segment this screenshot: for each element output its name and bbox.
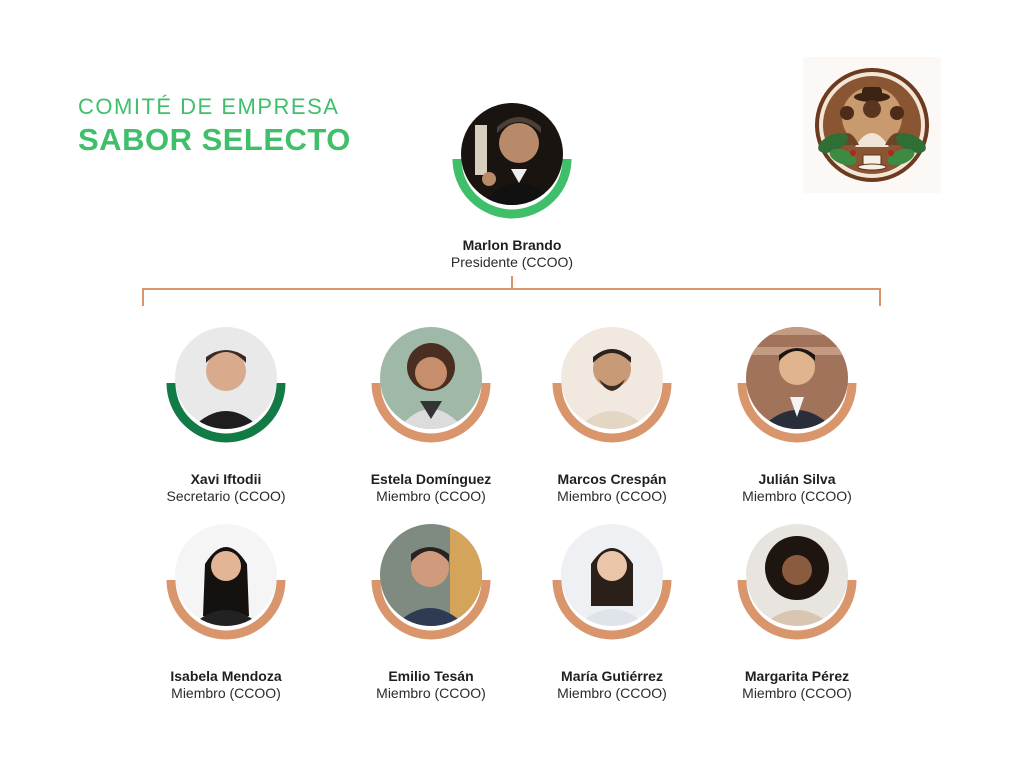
member-name: Xavi Iftodii [190,471,262,487]
member-card: Margarita Pérez Miembro (CCOO) [707,524,887,702]
avatar-ring [371,382,491,443]
member-name: Marcos Crespán [557,471,667,487]
member-photo [175,327,277,429]
member-role: Presidente (CCOO) [450,254,574,270]
member-role: Secretario (CCOO) [166,488,286,504]
committee-title-block: COMITÉ DE EMPRESA SABOR SELECTO [78,94,351,158]
member-role: Miembro (CCOO) [171,685,281,701]
avatar-ring [166,382,286,443]
member-photo [746,524,848,626]
member-name: Julián Silva [758,471,836,487]
avatar-ring [737,382,857,443]
member-photo [746,327,848,429]
member-card: María Gutiérrez Miembro (CCOO) [522,524,702,702]
member-card: Emilio Tesán Miembro (CCOO) [341,524,521,702]
member-name: María Gutiérrez [561,668,663,684]
member-name: Emilio Tesán [388,668,474,684]
avatar-ring [452,158,572,219]
member-card: Estela Domínguez Miembro (CCOO) [341,327,521,505]
avatar [371,327,491,447]
avatar-ring [552,579,672,640]
member-name: Marlon Brando [462,237,562,253]
member-name: Isabela Mendoza [170,668,282,684]
member-card: Marcos Crespán Miembro (CCOO) [522,327,702,505]
member-role: Miembro (CCOO) [376,685,486,701]
avatar [166,327,286,447]
avatar [166,524,286,644]
member-role: Miembro (CCOO) [557,488,667,504]
member-role: Miembro (CCOO) [742,685,852,701]
avatar [737,327,857,447]
member-photo [561,327,663,429]
member-card: Julián Silva Miembro (CCOO) [707,327,887,505]
avatar-ring [166,579,286,640]
member-card: Xavi Iftodii Secretario (CCOO) [136,327,316,505]
member-card: Isabela Mendoza Miembro (CCOO) [136,524,316,702]
avatar-ring [371,579,491,640]
member-photo [561,524,663,626]
avatar [737,524,857,644]
member-photo [380,327,482,429]
member-role: Miembro (CCOO) [376,488,486,504]
committee-subtitle: COMITÉ DE EMPRESA [78,94,340,119]
member-name: Margarita Pérez [744,668,850,684]
member-name: Estela Domínguez [370,471,492,487]
president-card: Marlon Brando Presidente (CCOO) [422,103,602,271]
member-photo [380,524,482,626]
member-role: Miembro (CCOO) [557,685,667,701]
president-photo [461,103,563,205]
avatar-ring [552,382,672,443]
member-photo [175,524,277,626]
avatar-ring [737,579,857,640]
avatar [552,327,672,447]
avatar [452,103,572,223]
avatar [371,524,491,644]
coffee-farmers-logo-icon [803,57,941,193]
committee-title: SABOR SELECTO [78,122,351,157]
avatar [552,524,672,644]
member-role: Miembro (CCOO) [742,488,852,504]
